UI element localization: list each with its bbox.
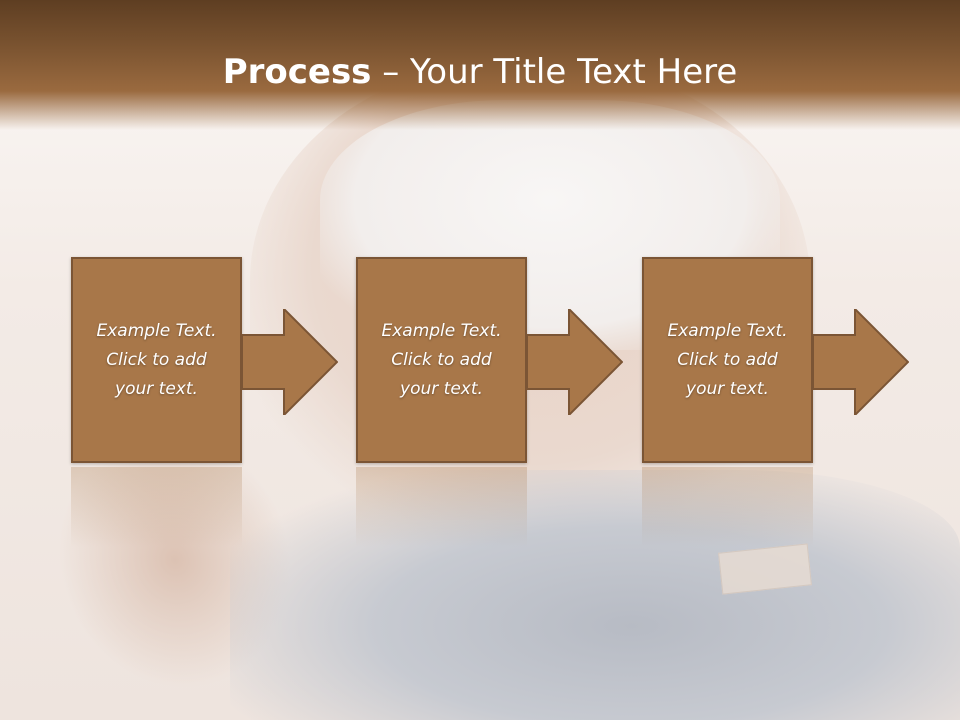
step-box[interactable]: Example Text. Click to add your text. xyxy=(642,257,813,463)
step-text[interactable]: Example Text. Click to add your text. xyxy=(381,320,502,399)
slide-title[interactable]: Process – Your Title Text Here xyxy=(0,52,960,92)
step-box[interactable]: Example Text. Click to add your text. xyxy=(356,257,527,463)
title-banner xyxy=(0,0,960,130)
step-reflection xyxy=(642,467,813,547)
title-rest: – Your Title Text Here xyxy=(371,52,738,92)
jeans-shape xyxy=(230,470,960,720)
title-bold: Process xyxy=(222,52,372,92)
step-reflection xyxy=(71,467,242,547)
step-box[interactable]: Example Text. Click to add your text. xyxy=(71,257,242,463)
step-text[interactable]: Example Text. Click to add your text. xyxy=(96,320,217,399)
step-reflection xyxy=(356,467,527,547)
right-arrow-icon xyxy=(527,309,623,415)
right-arrow-icon xyxy=(242,309,338,415)
right-arrow-icon xyxy=(813,309,909,415)
step-text[interactable]: Example Text. Click to add your text. xyxy=(667,320,788,399)
